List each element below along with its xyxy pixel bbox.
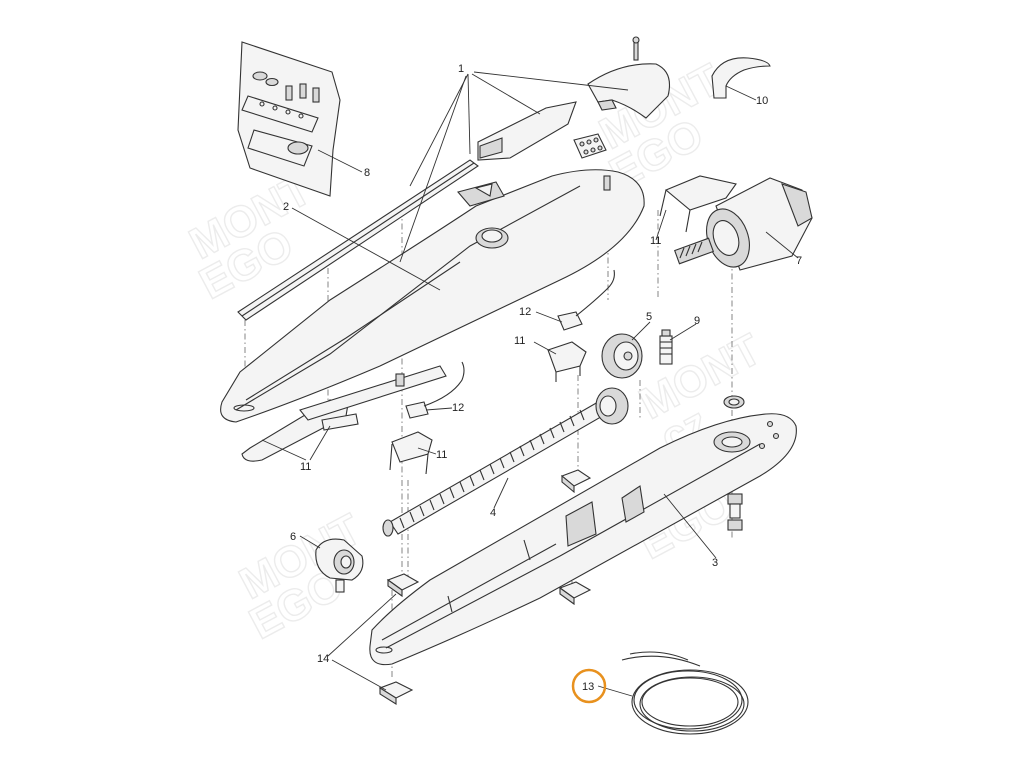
watermark: MONT EGO MONT EGO MONT .cz EGO MONT EGO xyxy=(181,54,770,650)
callout-11: 11 xyxy=(514,335,525,347)
motor xyxy=(673,177,813,271)
callout-13: 13 xyxy=(582,681,594,693)
callout-8: 8 xyxy=(364,167,370,179)
cable-coil xyxy=(621,651,749,735)
callout-6: 6 xyxy=(290,531,296,543)
callout-3: 3 xyxy=(712,557,718,569)
end-cap xyxy=(587,36,671,119)
callout-12: 12 xyxy=(519,306,531,318)
limit-switch-lower xyxy=(405,361,465,419)
cable-gland xyxy=(659,329,673,365)
highlight-ring xyxy=(571,668,607,704)
upper-housing xyxy=(220,169,645,423)
leader-lines xyxy=(261,71,799,697)
callout-12: 12 xyxy=(452,402,464,414)
limit-switch-upper xyxy=(557,269,615,331)
square-nut xyxy=(558,581,592,606)
upper-cover-panel xyxy=(477,101,577,161)
release-key xyxy=(711,57,771,99)
worm-screw xyxy=(382,387,629,537)
callout-9: 9 xyxy=(694,315,700,327)
callout-1: 1 xyxy=(458,63,464,75)
lower-housing xyxy=(369,413,797,666)
callout-labels: 1 2 3 4 5 6 7 8 9 10 11 11 11 11 12 12 1… xyxy=(283,63,802,693)
callout-14: 14 xyxy=(317,653,329,665)
hex-nut xyxy=(723,395,745,409)
arm-bracket-lower xyxy=(241,365,447,462)
switch-bracket-lower xyxy=(389,431,433,475)
callout-2: 2 xyxy=(283,201,289,213)
callout-7: 7 xyxy=(796,255,802,267)
callout-10: 10 xyxy=(756,95,768,107)
drive-gear xyxy=(601,333,643,379)
callout-5: 5 xyxy=(646,311,652,323)
callout-11: 11 xyxy=(436,449,447,461)
callout-11: 11 xyxy=(650,235,661,247)
top-cover-strip xyxy=(237,159,479,321)
motor-bracket xyxy=(659,175,737,233)
callout-11: 11 xyxy=(300,461,311,473)
pivot-flange xyxy=(315,538,364,593)
square-nut xyxy=(378,681,414,705)
terminal-block xyxy=(573,133,607,159)
switch-bracket-upper xyxy=(547,341,587,382)
square-nut xyxy=(386,573,420,598)
cable-glands-stack xyxy=(727,493,743,531)
callout-4: 4 xyxy=(490,507,496,519)
square-nut xyxy=(560,469,592,494)
mounting-bracket-kit xyxy=(237,41,341,197)
